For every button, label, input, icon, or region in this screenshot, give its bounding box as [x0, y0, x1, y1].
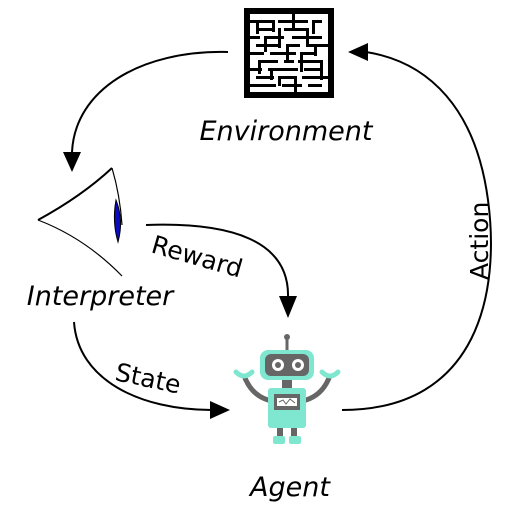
state-label: State [113, 358, 184, 400]
state-arrow [73, 321, 230, 419]
action-label: Action [465, 202, 494, 280]
environment-label: Environment [200, 116, 374, 147]
observation-arrow [63, 50, 229, 172]
eye-icon [37, 167, 123, 277]
maze-icon [244, 8, 334, 98]
agent-label: Agent [248, 472, 331, 503]
reward-arrow [145, 223, 297, 318]
robot-icon [233, 334, 341, 444]
interpreter-label: Interpreter [27, 281, 175, 312]
action-arrow [341, 43, 492, 411]
reward-label: Reward [148, 230, 245, 284]
